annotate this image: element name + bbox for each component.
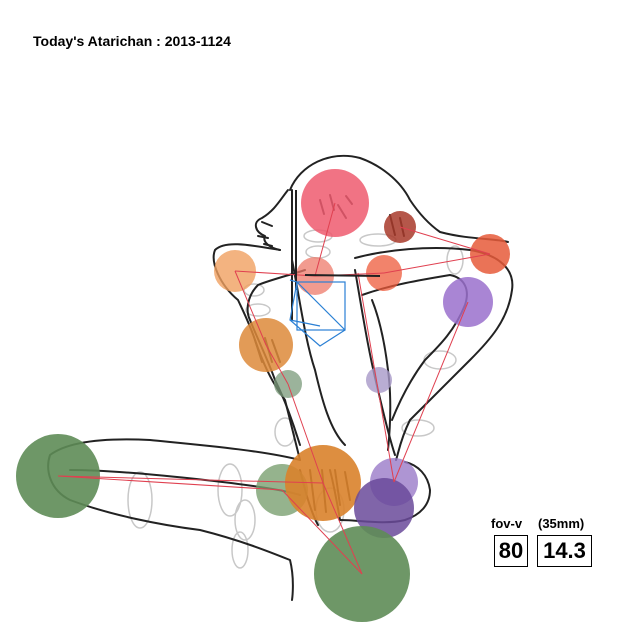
- left-arm-inner: [246, 269, 306, 446]
- bone: [314, 202, 336, 277]
- gizmo-box: [296, 281, 346, 331]
- guide-ring: [446, 245, 464, 275]
- bones: [57, 202, 491, 575]
- torso-bars: [295, 190, 381, 290]
- fov-value-field[interactable]: 80: [494, 535, 528, 567]
- guide-ring: [401, 419, 435, 437]
- gizmo-edge2: [289, 319, 321, 327]
- bone: [281, 489, 363, 575]
- head-outline: [289, 154, 509, 243]
- bone: [383, 253, 491, 274]
- face-marks: [257, 221, 273, 247]
- guide-ring: [245, 303, 271, 317]
- guide-ring: [231, 531, 249, 569]
- bone: [322, 482, 363, 575]
- shoulder-bar: [304, 274, 381, 277]
- guide-ring: [243, 283, 265, 297]
- face-outline: [254, 189, 289, 251]
- guide-ring: [217, 463, 243, 517]
- bone: [57, 475, 283, 491]
- guide-ring: [127, 471, 153, 529]
- focal-length-field[interactable]: 14.3: [537, 535, 592, 567]
- bone: [57, 475, 324, 484]
- gizmo-diag: [296, 281, 346, 331]
- right-forearm-inner: [371, 299, 392, 451]
- bone: [234, 270, 316, 277]
- joint-wrist-right: [366, 367, 392, 393]
- torso-left: [291, 259, 346, 446]
- lens-label: (35mm): [538, 516, 585, 531]
- joint-hip-right-lower: [354, 478, 414, 538]
- bone: [399, 226, 491, 255]
- right-arm-outline: [354, 246, 514, 461]
- bone: [357, 272, 395, 483]
- bone: [393, 301, 469, 483]
- guide-ring: [234, 499, 256, 541]
- page-title: Today's Atarichan : 2013-1124: [33, 33, 231, 49]
- guide-ring: [305, 245, 331, 259]
- bone: [287, 383, 324, 484]
- bone: [234, 270, 267, 346]
- fov-label: fov-v: [491, 516, 523, 531]
- guide-ring: [423, 350, 457, 370]
- bone: [265, 344, 289, 385]
- transform-gizmo[interactable]: [289, 279, 346, 347]
